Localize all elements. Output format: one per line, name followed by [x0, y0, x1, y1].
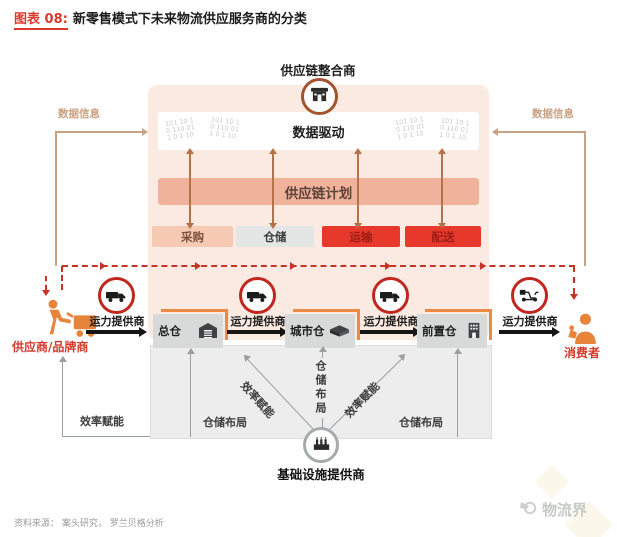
infra-line-forward-warehouse: [457, 352, 458, 437]
watermark: 物流界: [518, 497, 587, 521]
info-flow-dashed-line: [61, 266, 63, 290]
flow-arrow: [227, 326, 288, 336]
arrowhead: [290, 262, 296, 270]
function-box-procurement: 采购: [152, 226, 233, 247]
infra-line-supplier: [62, 436, 150, 437]
stacked-goods-icon: [329, 323, 350, 340]
warehouse-accent: [293, 309, 360, 340]
arrowhead: [187, 348, 195, 354]
function-box-delivery: 配送: [405, 226, 481, 247]
transport-provider-label: 运力提供商: [230, 315, 286, 328]
building-icon: [466, 321, 482, 342]
warehouse-icon: [198, 321, 218, 342]
data-driven-bar: 数据驱动: [158, 112, 479, 150]
transport-node: 运力提供商: [225, 277, 291, 341]
transport-node: 运力提供商: [84, 277, 150, 341]
flow-arrow: [360, 326, 421, 336]
truck-icon: [239, 277, 276, 314]
warehouse-accent: [425, 309, 492, 340]
function-box-warehousing: 仓储: [236, 226, 314, 247]
figure-title: 图表 08: 新零售模式下未来物流供应服务商的分类: [14, 8, 307, 30]
binary-decoration: 101 10 1 0 110 01 1 0 1 10: [438, 116, 471, 142]
data-driven-label: 数据驱动: [292, 125, 345, 141]
data-info-line: [498, 131, 585, 133]
consumer-label: 消费者: [564, 346, 601, 360]
arrowhead: [570, 294, 578, 300]
binary-decoration: 101 10 1 0 110 01 1 0 1 10: [164, 116, 196, 142]
layout-label-left: 仓储布局: [203, 416, 247, 429]
arrowhead: [454, 348, 462, 354]
transport-provider-label: 运力提供商: [89, 315, 145, 328]
arrowhead: [59, 356, 67, 362]
binary-decoration: 101 10 1 0 110 01 1 0 1 10: [208, 115, 241, 141]
transport-provider-label: 运力提供商: [502, 315, 558, 328]
data-info-line: [55, 131, 57, 266]
bird-icon: [518, 497, 538, 521]
integrator-label: 供应链整合商: [280, 63, 356, 78]
arrowhead: [319, 346, 327, 352]
watermark-text: 物流界: [542, 500, 588, 519]
data-info-label-right: 数据信息: [532, 108, 574, 120]
source-note: 资料来源： 案头研究， 罗兰贝格分析: [14, 519, 164, 529]
arrowhead: [492, 128, 498, 136]
warehouse-forward-label: 前置仓: [422, 324, 457, 338]
efficiency-label-left-outer: 效率赋能: [80, 415, 124, 428]
consumer-icon: [564, 313, 600, 348]
warehouse-main-label: 总仓: [158, 324, 181, 338]
layout-label-right: 仓储布局: [399, 416, 443, 429]
transport-node: 运力提供商: [358, 277, 424, 341]
scooter-icon: [511, 277, 548, 314]
figure-number: 图表 08:: [14, 12, 68, 30]
infrastructure-label: 基础设施提供商: [277, 467, 365, 482]
infra-line-supplier: [62, 360, 63, 437]
warehouse-accent: [161, 309, 228, 340]
transport-node: 运力提供商: [497, 277, 563, 341]
flow-arrow: [86, 326, 147, 336]
info-flow-dashed-line: [573, 266, 575, 294]
watermark-shape: [535, 465, 569, 499]
arrowhead: [385, 262, 391, 270]
data-info-line: [584, 131, 586, 266]
warehouse-city: 城市仓: [285, 309, 360, 348]
infra-line-main-warehouse: [190, 352, 191, 437]
factory-icon: [313, 436, 330, 455]
info-flow-dashed-line: [45, 276, 47, 290]
supply-chain-plan-bar: 供应链计划: [158, 178, 479, 205]
arrowhead: [42, 290, 50, 296]
warehouse-forward: 前置仓: [417, 309, 492, 348]
data-link-arrow: [438, 148, 446, 229]
layout-label-center: 仓储布局: [312, 358, 328, 418]
storefront-icon: [310, 86, 329, 107]
figure-title-text: 新零售模式下未来物流供应服务商的分类: [72, 12, 307, 27]
info-flow-dashed-line: [62, 265, 575, 267]
warehouse-main: 总仓: [153, 309, 228, 348]
data-info-label-left: 数据信息: [58, 108, 100, 120]
arrowhead: [480, 262, 486, 270]
infrastructure-node: [303, 427, 339, 463]
function-box-transport: 运输: [322, 226, 400, 247]
data-link-arrow: [354, 148, 362, 229]
arrowhead: [100, 262, 106, 270]
integrator-node: [301, 78, 338, 115]
data-link-arrow: [186, 148, 194, 229]
supplier-label: 供应商/品牌商: [12, 340, 89, 354]
transport-provider-label: 运力提供商: [363, 315, 419, 328]
warehouse-city-label: 城市仓: [290, 324, 325, 338]
truck-icon: [98, 277, 135, 314]
arrowhead: [195, 262, 201, 270]
flow-arrow: [499, 326, 560, 336]
data-link-arrow: [269, 148, 277, 229]
binary-decoration: 101 10 1 0 110 01 1 0 1 10: [394, 115, 426, 141]
truck-icon: [372, 277, 409, 314]
data-info-line: [55, 131, 143, 133]
arrowhead: [142, 128, 148, 136]
